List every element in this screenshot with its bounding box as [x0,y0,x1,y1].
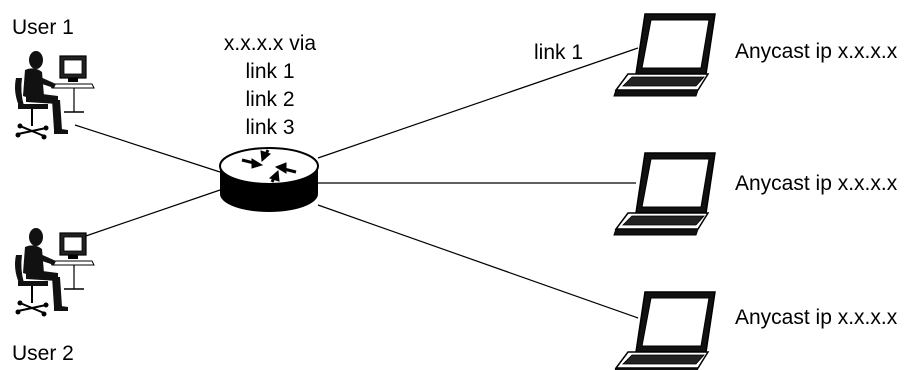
user-1-label: User 1 [12,16,74,39]
host-1-label: Anycast ip x.x.x.x [735,40,898,63]
route-entry: link 2 [245,88,295,111]
router-icon [219,147,319,212]
host-2-laptop-icon [613,152,716,236]
host-3-laptop-icon [613,291,716,370]
connection-router-host-3 [317,204,639,319]
user-2-icon [14,227,95,318]
router-route-table: x.x.x.x via link 1 link 2 link 3 [200,30,340,142]
user-2-label: User 2 [12,342,74,365]
host-3-label: Anycast ip x.x.x.x [735,306,898,329]
route-entry: link 1 [245,60,295,83]
user-1-icon [14,50,95,141]
connection-router-host-1 [317,47,639,159]
connection-user-2-router [79,189,221,239]
host-2-label: Anycast ip x.x.x.x [735,172,898,195]
route-entry: link 3 [245,116,295,139]
host-1-laptop-icon [613,13,716,97]
link-1-label: link 1 [534,41,584,64]
route-header: x.x.x.x via [223,32,317,55]
connection-user-1-router [74,124,221,173]
